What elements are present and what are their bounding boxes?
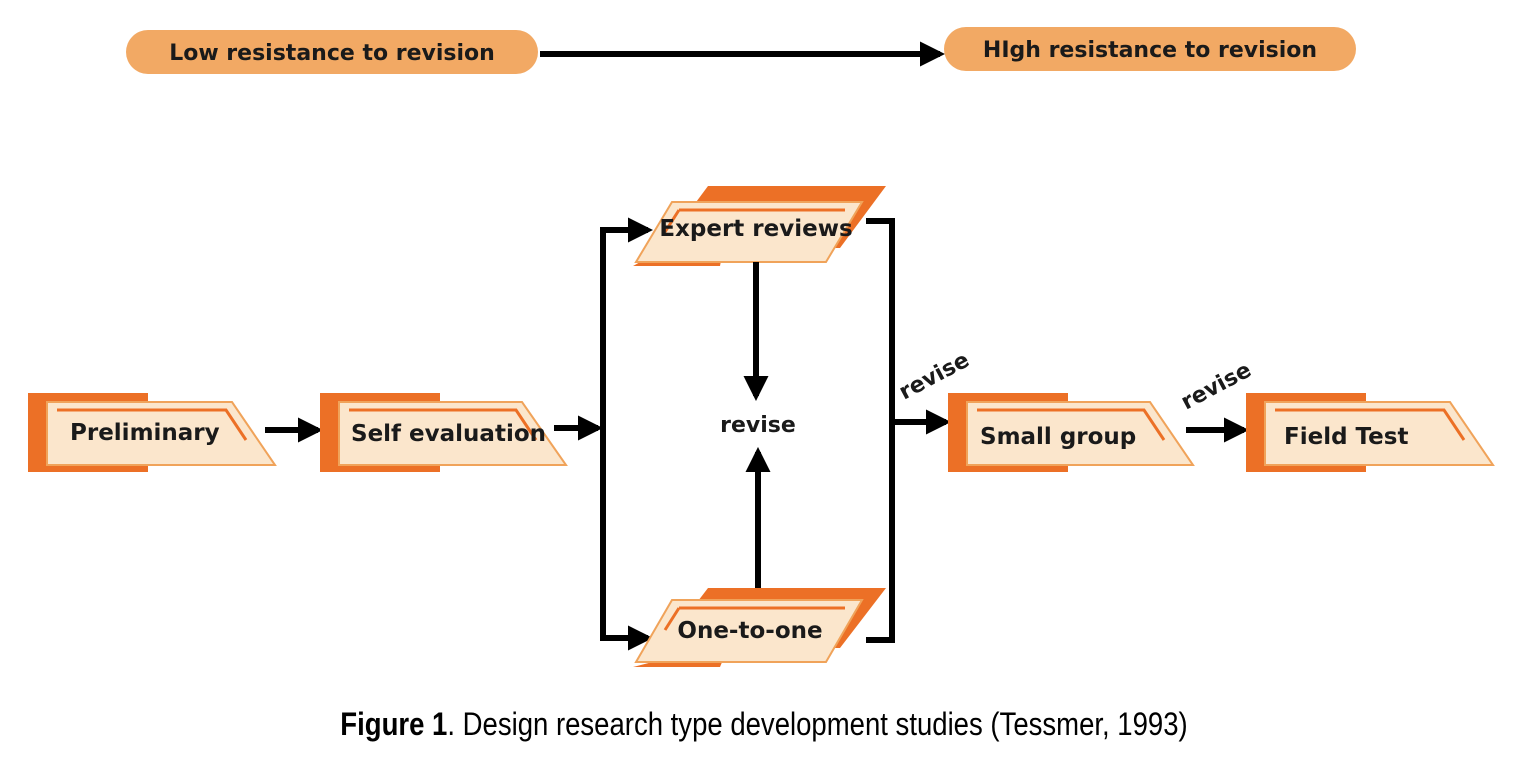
node-accent-line: [663, 607, 681, 631]
expert-reviews-label: Expert reviews: [659, 216, 852, 242]
node-face-shape: [1264, 401, 1495, 466]
high-resistance-pill: [944, 27, 1356, 71]
node-accent-line: [349, 408, 538, 441]
small-group-label: Small group: [980, 424, 1136, 450]
field-test-label: Field Test: [1284, 424, 1408, 450]
figure-number: Figure 1: [340, 706, 448, 742]
node-preliminary: Preliminary: [28, 393, 277, 472]
node-self-evaluation: Self evaluation: [320, 393, 568, 472]
figure-caption: Figure 1. Design research type developme…: [107, 706, 1421, 743]
node-accent-line: [57, 408, 248, 441]
self-evaluation-label: Self evaluation: [351, 421, 546, 447]
node-small-group: Small group: [948, 393, 1195, 472]
revise-center-label: revise: [720, 413, 796, 438]
node-accent-line: [1275, 408, 1466, 441]
branch-bracket-right: [866, 218, 895, 643]
node-accent-line: [977, 408, 1166, 441]
revise-field-test-label: revise: [1177, 358, 1256, 416]
resistance-scale: Low resistance to revision HIgh resistan…: [126, 27, 1356, 74]
low-resistance-pill: [126, 30, 538, 74]
low-resistance-label: Low resistance to revision: [169, 41, 495, 66]
preliminary-label: Preliminary: [70, 420, 220, 446]
branch-bracket-left: [600, 227, 636, 641]
node-accent-line: [663, 209, 681, 233]
figure-caption-text: . Design research type development studi…: [447, 706, 1188, 742]
node-face-shape: [634, 201, 864, 263]
node-face-shape: [966, 401, 1195, 466]
node-face-shape: [634, 599, 864, 663]
high-resistance-label: HIgh resistance to revision: [983, 38, 1317, 63]
node-face-shape: [46, 401, 277, 466]
node-field-test: Field Test: [1246, 393, 1495, 472]
node-expert-reviews: Expert reviews: [633, 186, 886, 266]
node-one-to-one: One-to-one: [633, 588, 886, 667]
one-to-one-label: One-to-one: [677, 618, 822, 644]
node-face-shape: [338, 401, 568, 466]
